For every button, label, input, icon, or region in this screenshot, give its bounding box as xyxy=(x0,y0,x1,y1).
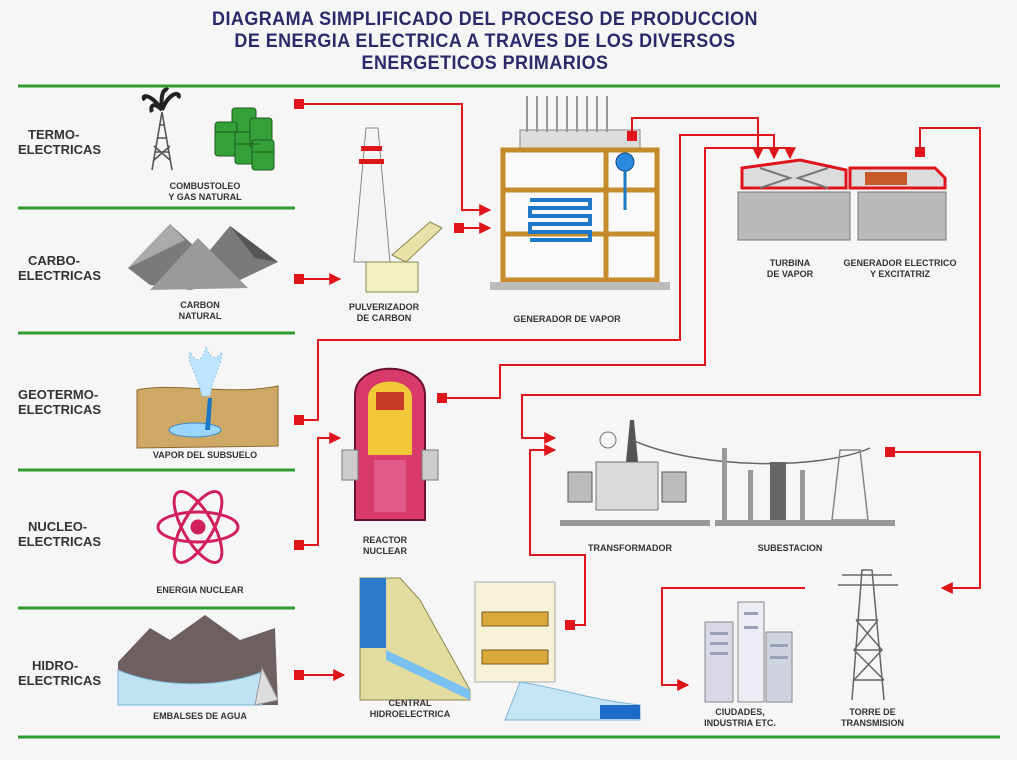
label-line-2: NUCLEAR xyxy=(363,546,407,556)
category-line-2: ELECTRICAS xyxy=(18,534,102,549)
flow-squares xyxy=(294,99,925,680)
transformer-icon xyxy=(560,420,710,526)
label-transformador: TRANSFORMADOR xyxy=(575,543,685,554)
atom-icon xyxy=(156,490,240,564)
coal-pulverizer-icon xyxy=(353,127,443,293)
transmission-tower-icon xyxy=(838,569,898,701)
gas-barrels-icon xyxy=(214,107,275,171)
label-line-1: SUBESTACION xyxy=(757,543,823,553)
label-energia-nuclear: ENERGIA NUCLEAR xyxy=(145,585,255,596)
category-hidroelectricas: HIDRO- ELECTRICAS xyxy=(18,658,128,688)
steam-turbine-icon xyxy=(737,158,851,241)
label-central-hidro: CENTRAL HIDROELECTRICA xyxy=(365,698,455,720)
label-line-2: DE VAPOR xyxy=(766,269,814,279)
category-termoelectricas: TERMO- ELECTRICAS xyxy=(18,127,128,157)
label-line-2: DE CARBON xyxy=(356,313,412,323)
label-subestacion: SUBESTACION xyxy=(745,543,835,554)
category-nucleoelectricas: NUCLEO- ELECTRICAS xyxy=(18,519,128,549)
flow-lines xyxy=(300,103,981,691)
label-line-2: Y GAS NATURAL xyxy=(168,192,242,202)
nuclear-reactor-icon xyxy=(341,367,439,521)
label-line-2: NATURAL xyxy=(178,311,222,321)
label-line-1: GENERADOR ELECTRICO xyxy=(843,258,957,268)
coal-pile-icon xyxy=(128,224,278,290)
category-line-2: ELECTRICAS xyxy=(18,142,102,157)
label-pulverizador: PULVERIZADOR DE CARBON xyxy=(334,302,434,324)
steam-generator-icon xyxy=(490,96,670,290)
label-line-1: CIUDADES, xyxy=(715,707,765,717)
diagram-title: DIAGRAMA SIMPLIFICADO DEL PROCESO DE PRO… xyxy=(177,8,793,74)
label-torre: TORRE DE TRANSMISION xyxy=(825,707,920,729)
label-line-1: TRANSFORMADOR xyxy=(588,543,672,553)
title-line-1: DIAGRAMA SIMPLIFICADO DEL PROCESO DE PRO… xyxy=(212,8,758,30)
label-line-2: INDUSTRIA ETC. xyxy=(704,718,776,728)
row-dividers xyxy=(18,84,1000,739)
city-buildings-icon xyxy=(704,601,793,703)
label-line-1: VAPOR DEL SUBSUELO xyxy=(152,450,258,460)
substation-icon xyxy=(631,439,895,526)
hydroelectric-plant-icon xyxy=(359,577,641,721)
label-line-1: GENERADOR DE VAPOR xyxy=(513,314,621,324)
label-generador-vapor: GENERADOR DE VAPOR xyxy=(512,314,622,325)
label-carbon-natural: CARBON NATURAL xyxy=(165,300,235,322)
label-line-1: ENERGIA NUCLEAR xyxy=(156,585,244,595)
reservoir-icon xyxy=(117,615,279,706)
category-carboelectricas: CARBO- ELECTRICAS xyxy=(18,253,128,283)
label-line-1: REACTOR xyxy=(362,535,408,545)
category-line-1: HIDRO- xyxy=(32,658,79,673)
category-line-1: GEOTERMO- xyxy=(18,387,99,402)
label-generador-electrico: GENERADOR ELECTRICO Y EXCITATRIZ xyxy=(835,258,965,280)
label-vapor-subsuelo: VAPOR DEL SUBSUELO xyxy=(140,450,270,461)
label-line-1: CENTRAL xyxy=(388,698,432,708)
label-line-2: Y EXCITATRIZ xyxy=(869,269,930,279)
title-line-3: ENERGETICOS PRIMARIOS xyxy=(361,52,609,74)
label-turbina: TURBINA DE VAPOR xyxy=(755,258,825,280)
label-line-1: COMBUSTOLEO xyxy=(169,181,241,191)
oil-derrick-icon xyxy=(141,87,181,171)
label-line-2: TRANSMISION xyxy=(841,718,904,728)
geothermal-steam-icon xyxy=(136,345,279,449)
label-reactor: REACTOR NUCLEAR xyxy=(345,535,425,557)
category-geotermoelectricas: GEOTERMO- ELECTRICAS xyxy=(18,387,128,417)
label-line-1: CARBON xyxy=(180,300,220,310)
label-combustoleo: COMBUSTOLEO Y GAS NATURAL xyxy=(155,181,255,203)
category-line-2: ELECTRICAS xyxy=(18,402,102,417)
label-embalses: EMBALSES DE AGUA xyxy=(140,711,260,722)
category-line-1: TERMO- xyxy=(28,127,80,142)
category-line-2: ELECTRICAS xyxy=(18,673,102,688)
label-line-1: EMBALSES DE AGUA xyxy=(153,711,247,721)
category-line-1: CARBO- xyxy=(28,253,80,268)
category-line-1: NUCLEO- xyxy=(28,519,88,534)
title-line-2: DE ENERGIA ELECTRICA A TRAVES DE LOS DIV… xyxy=(234,30,736,52)
label-line-1: TURBINA xyxy=(769,258,811,268)
label-line-1: PULVERIZADOR xyxy=(348,302,420,312)
label-line-1: TORRE DE xyxy=(849,707,896,717)
label-ciudades: CIUDADES, INDUSTRIA ETC. xyxy=(690,707,790,729)
category-line-2: ELECTRICAS xyxy=(18,268,102,283)
electric-generator-icon xyxy=(848,166,947,241)
label-line-2: HIDROELECTRICA xyxy=(369,709,451,719)
